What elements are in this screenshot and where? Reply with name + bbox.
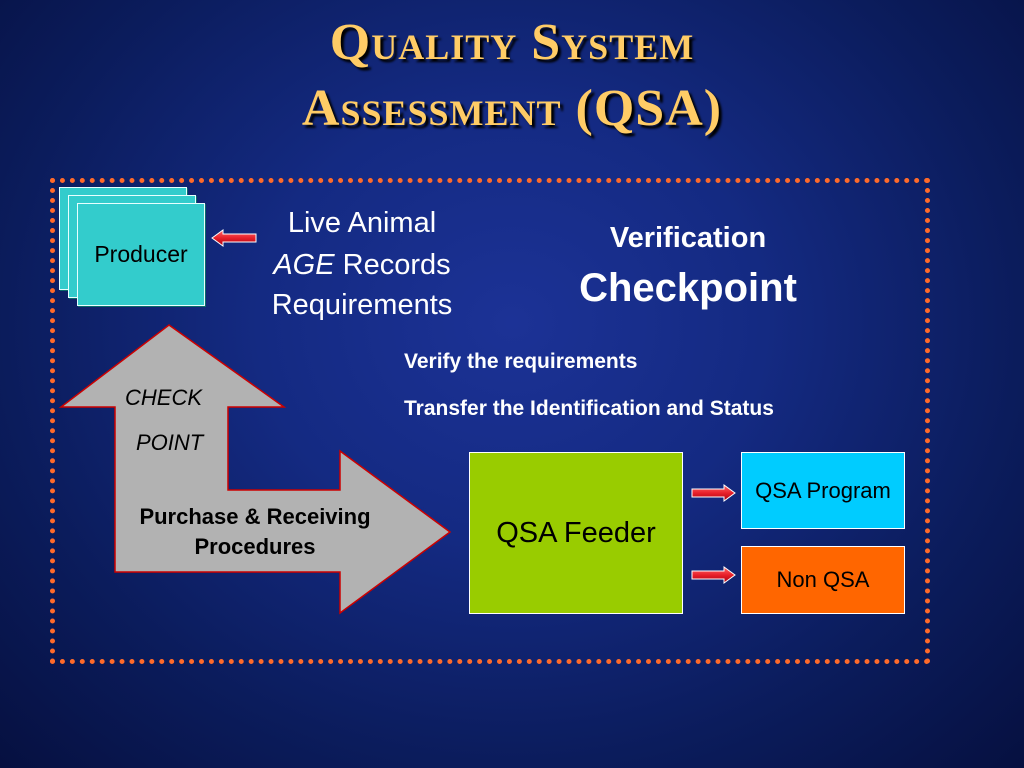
point-label: POINT bbox=[136, 430, 204, 455]
arrow-left-icon bbox=[211, 229, 257, 247]
arrow-right-icon bbox=[691, 484, 736, 502]
arrow-right-icon bbox=[691, 566, 736, 584]
procedures-line-1: Purchase & Receiving bbox=[139, 504, 371, 529]
requirements-line-1: Live Animal bbox=[287, 207, 437, 239]
verify-requirements-text: Verify the requirements bbox=[404, 350, 638, 373]
non-qsa-label: Non QSA bbox=[776, 567, 870, 592]
requirements-age-word: AGE bbox=[273, 249, 335, 281]
check-label: CHECK bbox=[125, 385, 203, 410]
checkpoint-heading: Checkpoint bbox=[579, 266, 797, 310]
requirements-line-3: Requirements bbox=[271, 289, 453, 321]
qsa-feeder-box: QSA Feeder bbox=[469, 452, 683, 614]
transfer-identification-text: Transfer the Identification and Status bbox=[404, 397, 774, 420]
qsa-feeder-label: QSA Feeder bbox=[496, 516, 656, 549]
page-title-line-1: Quality System bbox=[329, 14, 695, 71]
producer-box bbox=[77, 203, 205, 306]
page-title-line-2: Assessment (QSA) bbox=[301, 80, 723, 137]
verification-heading: Verification bbox=[609, 222, 767, 254]
qsa-program-label: QSA Program bbox=[755, 477, 891, 503]
checkpoint-bent-arrow bbox=[58, 324, 452, 615]
requirements-line-2: AGE Records bbox=[252, 247, 472, 283]
procedures-line-2: Procedures bbox=[194, 534, 316, 559]
producer-label: Producer bbox=[94, 241, 188, 267]
non-qsa-box: Non QSA bbox=[741, 546, 905, 614]
verification-boundary-frame bbox=[50, 178, 930, 664]
qsa-program-box: QSA Program bbox=[741, 452, 905, 529]
requirements-records-word: Records bbox=[342, 249, 451, 281]
